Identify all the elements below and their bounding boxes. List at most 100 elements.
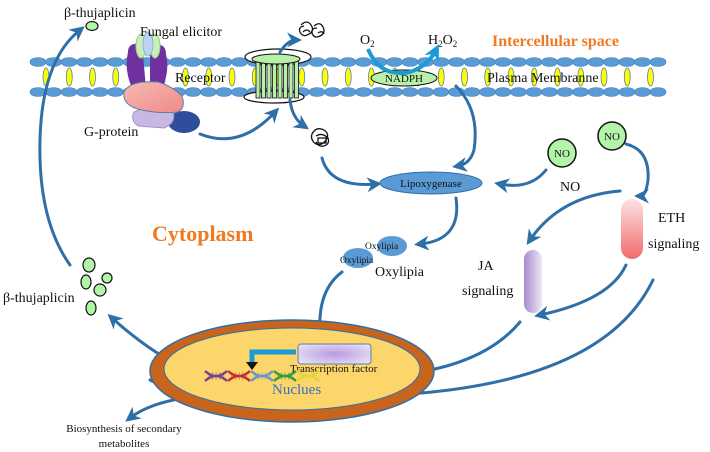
nadph-label: NADPH bbox=[385, 73, 423, 85]
membrane-head-bottom bbox=[634, 87, 651, 97]
membrane-head-bottom bbox=[324, 87, 341, 97]
membrane-lipid-tail bbox=[554, 67, 561, 87]
channel-subunit bbox=[283, 59, 288, 99]
channel-subunit bbox=[266, 59, 272, 99]
membrane-head-bottom bbox=[200, 87, 217, 97]
membrane-head-bottom bbox=[463, 87, 481, 97]
membrane-head-top bbox=[215, 57, 233, 67]
beta-thujaplicin-cluster bbox=[80, 257, 113, 316]
membrane-head-top bbox=[339, 57, 357, 67]
channel-subunit bbox=[288, 59, 294, 99]
lipoxygenase-enzyme bbox=[379, 171, 483, 195]
arrow-channel-to-top-molecule bbox=[278, 32, 302, 54]
membrane-lipid-tail bbox=[437, 67, 445, 87]
thujaplicin-molecule bbox=[82, 257, 96, 273]
o2-label: O2 bbox=[360, 33, 375, 49]
ion-channel bbox=[243, 48, 312, 104]
membrane-head-bottom bbox=[339, 87, 357, 97]
eth-label-line2: signaling bbox=[648, 237, 699, 252]
membrane-head-top bbox=[200, 57, 217, 67]
arrow-membrane-to-lipoxygenase bbox=[452, 84, 477, 172]
membrane-head-bottom bbox=[556, 87, 574, 97]
membrane-head-bottom bbox=[355, 87, 372, 97]
channel-subunit bbox=[277, 59, 283, 99]
thujaplicin-molecule bbox=[101, 272, 113, 284]
ja-signaling-bar bbox=[524, 250, 542, 313]
membrane-lipid-tail bbox=[205, 67, 213, 87]
membrane-head-bottom bbox=[525, 87, 543, 97]
thujaplicin-molecule bbox=[80, 274, 92, 290]
dna-helix bbox=[204, 370, 320, 382]
membrane-head-bottom bbox=[91, 87, 109, 97]
arrow-channel-to-molecule bbox=[288, 98, 309, 130]
ja-label-line1: JA bbox=[478, 259, 494, 274]
thujaplicin-molecule bbox=[93, 283, 107, 297]
membrane-head-top bbox=[60, 57, 78, 67]
membrane-lipid-tail bbox=[89, 67, 96, 87]
membrane-head-top bbox=[618, 57, 636, 67]
thujaplicin-molecule bbox=[85, 300, 97, 316]
membrane-lipid-tail bbox=[228, 67, 236, 87]
membrane-head-bottom bbox=[215, 87, 233, 97]
membrane-head-top bbox=[494, 57, 512, 67]
membrane-head-top bbox=[91, 57, 109, 67]
membrane-lipid-tail bbox=[298, 67, 306, 87]
membrane-head-bottom bbox=[618, 87, 636, 97]
biosynthesis-label-line2: metabolites bbox=[99, 438, 150, 450]
membrane-head-bottom bbox=[587, 87, 605, 97]
membrane-head-top bbox=[634, 57, 651, 67]
membrane-head-top bbox=[587, 57, 605, 67]
membrane-head-bottom bbox=[494, 87, 512, 97]
arrow-lipoxygenase-to-oxylipia bbox=[414, 196, 459, 251]
elicitor-molecule-inner bbox=[310, 128, 330, 147]
plasma-membrane bbox=[29, 57, 667, 97]
h2o2-label: H2O2 bbox=[428, 33, 457, 49]
membrane-head-bottom bbox=[401, 87, 419, 97]
channel-subunit bbox=[294, 59, 299, 99]
transcription-factor-label: Transcription factor bbox=[290, 363, 378, 375]
membrane-head-bottom bbox=[60, 87, 78, 97]
transcription-factor-box bbox=[297, 343, 372, 365]
membrane-head-top bbox=[355, 57, 372, 67]
membrane-head-top bbox=[29, 57, 47, 67]
arrow-no-line-to-ja bbox=[526, 189, 622, 245]
membrane-head-bottom bbox=[45, 87, 62, 97]
eth-label-line1: ETH bbox=[658, 211, 685, 226]
membrane-head-bottom bbox=[417, 87, 434, 97]
channel-subunit bbox=[261, 59, 266, 99]
membrane-head-top bbox=[603, 57, 620, 67]
beta-thujaplicin-left-label: β-thujaplicin bbox=[3, 291, 75, 306]
receptor-complex bbox=[123, 31, 200, 133]
oxylipia-molecule-1 bbox=[377, 236, 407, 256]
arrow-eth-to-ja bbox=[534, 263, 628, 321]
beta-thujaplicin-molecule bbox=[85, 20, 99, 32]
membrane-head-top bbox=[432, 57, 450, 67]
membrane-head-top bbox=[510, 57, 527, 67]
membrane-head-bottom bbox=[386, 87, 403, 97]
membrane-head-top bbox=[448, 57, 465, 67]
membrane-lipid-tail bbox=[321, 67, 329, 87]
g-protein-label: G-protein bbox=[84, 125, 138, 140]
membrane-lipid-tail bbox=[112, 67, 120, 87]
membrane-head-bottom bbox=[572, 87, 589, 97]
nadph-oxidase-icon bbox=[370, 69, 438, 87]
membrane-head-top bbox=[649, 57, 667, 67]
channel-cap bbox=[251, 53, 301, 65]
oxylipia-molecule-2 bbox=[343, 248, 373, 268]
membrane-head-top bbox=[572, 57, 589, 67]
membrane-head-bottom bbox=[308, 87, 326, 97]
membrane-head-top bbox=[76, 57, 93, 67]
eth-signaling-bar bbox=[621, 199, 643, 259]
oxylipia-main-label: Oxylipia bbox=[375, 265, 425, 280]
membrane-head-bottom bbox=[107, 87, 124, 97]
biosynthesis-label-line1: Biosynthesis of secondary bbox=[66, 423, 182, 435]
membrane-lipid-tail bbox=[484, 67, 492, 87]
membrane-head-top bbox=[107, 57, 124, 67]
arrow-eth-to-nucleus bbox=[362, 278, 655, 404]
membrane-lipid-tail bbox=[647, 67, 654, 87]
nucleus-label: Nuclues bbox=[272, 382, 321, 398]
cytoplasm-label: Cytoplasm bbox=[152, 221, 253, 246]
fungal-elicitor-core-icon bbox=[142, 31, 154, 57]
membrane-head-bottom bbox=[432, 87, 450, 97]
